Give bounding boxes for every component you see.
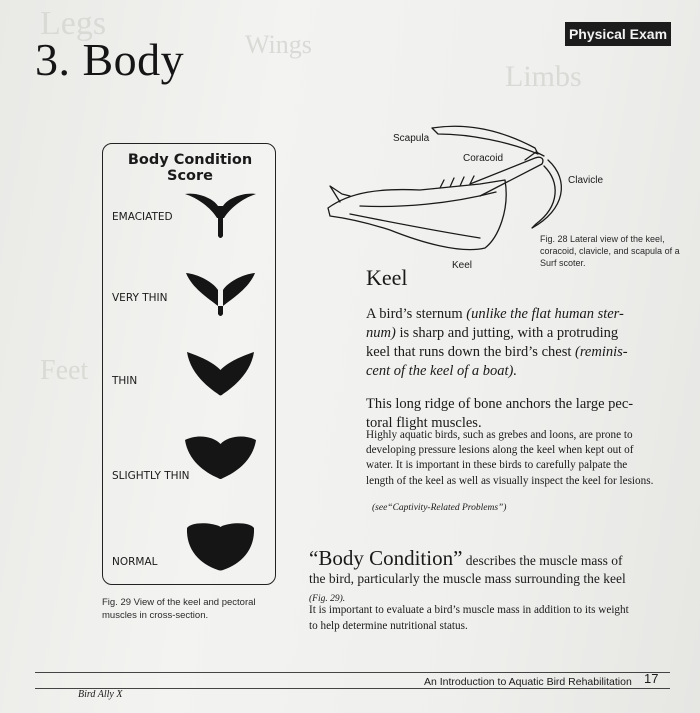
bleed-through-text: Limbs xyxy=(505,60,582,93)
label-keel: Keel xyxy=(452,260,473,271)
keel-paragraph-3: Highly aquatic birds, such as grebes and… xyxy=(366,429,654,487)
bleed-through-text: Legs xyxy=(40,5,107,42)
keel-very-thin-icon xyxy=(186,273,255,316)
body-condition-paragraph: “Body Condition” describes the muscle ma… xyxy=(309,546,626,605)
footer-rule-bottom xyxy=(35,688,670,689)
bleed-through-text: Wings xyxy=(245,30,312,59)
body-condition-paragraph-2: It is important to evaluate a bird’s mus… xyxy=(309,604,629,632)
keel-paragraph-1: A bird’s sternum (unlike the flat human … xyxy=(366,306,628,379)
page-title: 3. Body xyxy=(35,34,185,85)
figure-28-caption: Fig. 28 Lateral view of the keel, coraco… xyxy=(540,234,680,268)
figure-29-caption: Fig. 29 View of the keel and pectoral mu… xyxy=(102,597,256,621)
keel-paragraph-2: This long ridge of bone anchors the larg… xyxy=(366,396,634,431)
bcs-level-label: EMACIATED xyxy=(112,211,173,223)
section-tag: Physical Exam xyxy=(565,22,671,46)
captivity-reference: (see“Captivity-Related Problems”) xyxy=(372,503,507,513)
footer-publisher: Bird Ally X xyxy=(78,689,123,700)
page-number: 17 xyxy=(644,671,659,686)
keel-thin-icon xyxy=(187,352,254,396)
footer-book-title: An Introduction to Aquatic Bird Rehabili… xyxy=(424,676,632,688)
keel-slightly-thin-icon xyxy=(185,436,256,479)
label-coracoid: Coracoid xyxy=(463,153,504,164)
keel-heading: Keel xyxy=(366,265,408,290)
bcs-level-label: VERY THIN xyxy=(112,292,168,304)
bcs-level-label: THIN xyxy=(112,375,138,387)
bleed-through-text: Feet xyxy=(40,355,89,386)
keel-normal-icon xyxy=(186,523,255,571)
bcs-level-label: NORMAL xyxy=(112,556,158,568)
bcs-level-label: SLIGHTLY THIN xyxy=(112,470,190,482)
footer-rule-top xyxy=(35,672,670,673)
label-clavicle: Clavicle xyxy=(568,175,604,186)
bcs-title: Body Condition Score xyxy=(127,152,253,184)
sternum-skeleton-illustration xyxy=(327,125,563,251)
body-condition-score-panel xyxy=(102,143,276,585)
keel-emaciated-icon xyxy=(185,193,256,238)
label-scapula: Scapula xyxy=(393,133,430,144)
